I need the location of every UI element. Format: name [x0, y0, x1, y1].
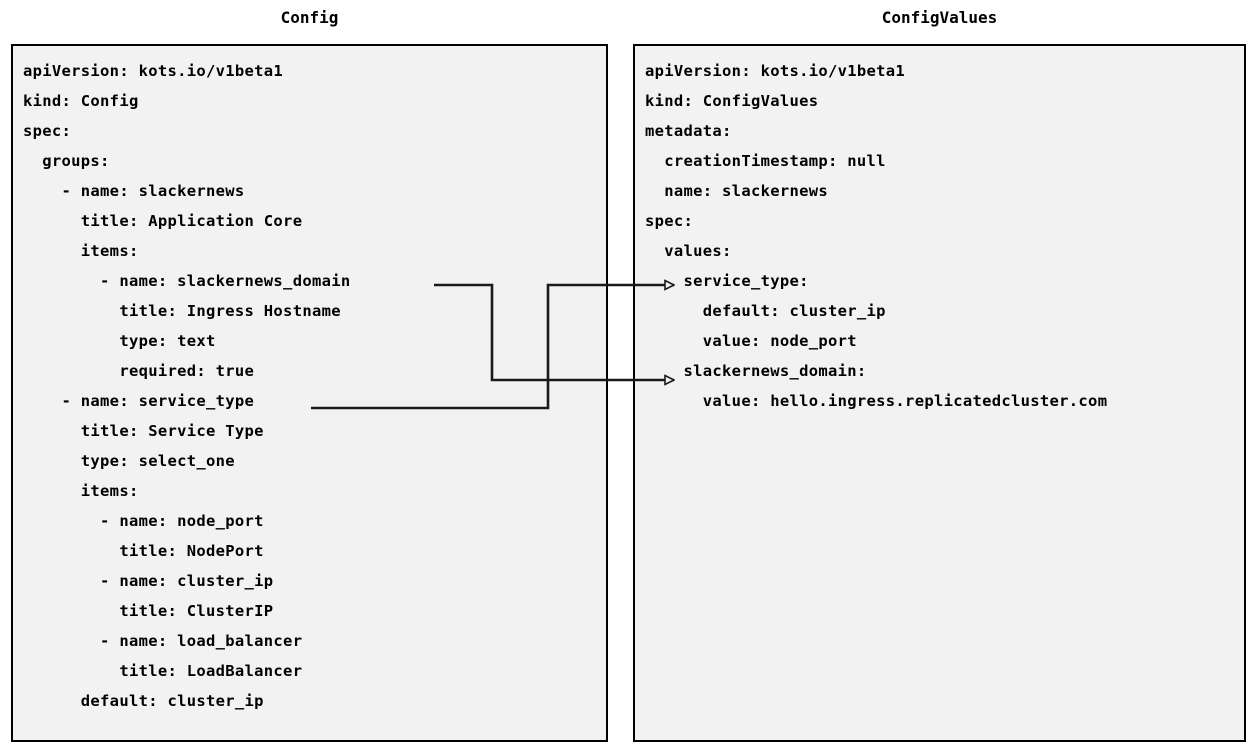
config-panel-title: Config: [280, 8, 339, 27]
yaml-line: title: Ingress Hostname: [23, 302, 341, 320]
yaml-line: spec:: [23, 122, 72, 140]
yaml-line: - name: service_type: [23, 392, 255, 410]
yaml-line: slackernews_domain:: [645, 362, 867, 380]
yaml-line: - name: node_port: [23, 512, 264, 530]
yaml-line: kind: Config: [23, 92, 139, 110]
yaml-line: title: NodePort: [23, 542, 264, 560]
yaml-line: type: select_one: [23, 452, 235, 470]
yaml-line: title: ClusterIP: [23, 602, 274, 620]
yaml-line: items:: [23, 242, 139, 260]
yaml-line: values:: [645, 242, 732, 260]
yaml-line: apiVersion: kots.io/v1beta1: [23, 62, 284, 80]
configvalues-yaml-panel: apiVersion: kots.io/v1beta1 kind: ConfigV…: [633, 44, 1246, 742]
yaml-line: title: Application Core: [23, 212, 303, 230]
yaml-line: - name: slackernews: [23, 182, 245, 200]
yaml-line: - name: load_balancer: [23, 632, 303, 650]
yaml-line: title: Service Type: [23, 422, 264, 440]
yaml-line: - name: cluster_ip: [23, 572, 274, 590]
yaml-line: required: true: [23, 362, 255, 380]
yaml-line: - name: slackernews_domain: [23, 272, 351, 290]
yaml-line: metadata:: [645, 122, 732, 140]
configvalues-panel-title: ConfigValues: [881, 8, 998, 27]
yaml-line: kind: ConfigValues: [645, 92, 819, 110]
config-yaml-panel: apiVersion: kots.io/v1beta1 kind: Config s…: [11, 44, 608, 742]
yaml-line: title: LoadBalancer: [23, 662, 303, 680]
yaml-line: default: cluster_ip: [645, 302, 886, 320]
yaml-line: service_type:: [645, 272, 809, 290]
yaml-line: value: hello.ingress.replicatedcluster.c…: [645, 392, 1108, 410]
yaml-line: creationTimestamp: null: [645, 152, 886, 170]
yaml-line: items:: [23, 482, 139, 500]
yaml-line: name: slackernews: [645, 182, 829, 200]
yaml-line: groups:: [23, 152, 110, 170]
yaml-line: default: cluster_ip: [23, 692, 264, 710]
yaml-line: spec:: [645, 212, 694, 230]
yaml-line: apiVersion: kots.io/v1beta1: [645, 62, 906, 80]
yaml-line: type: text: [23, 332, 216, 350]
yaml-line: value: node_port: [645, 332, 857, 350]
